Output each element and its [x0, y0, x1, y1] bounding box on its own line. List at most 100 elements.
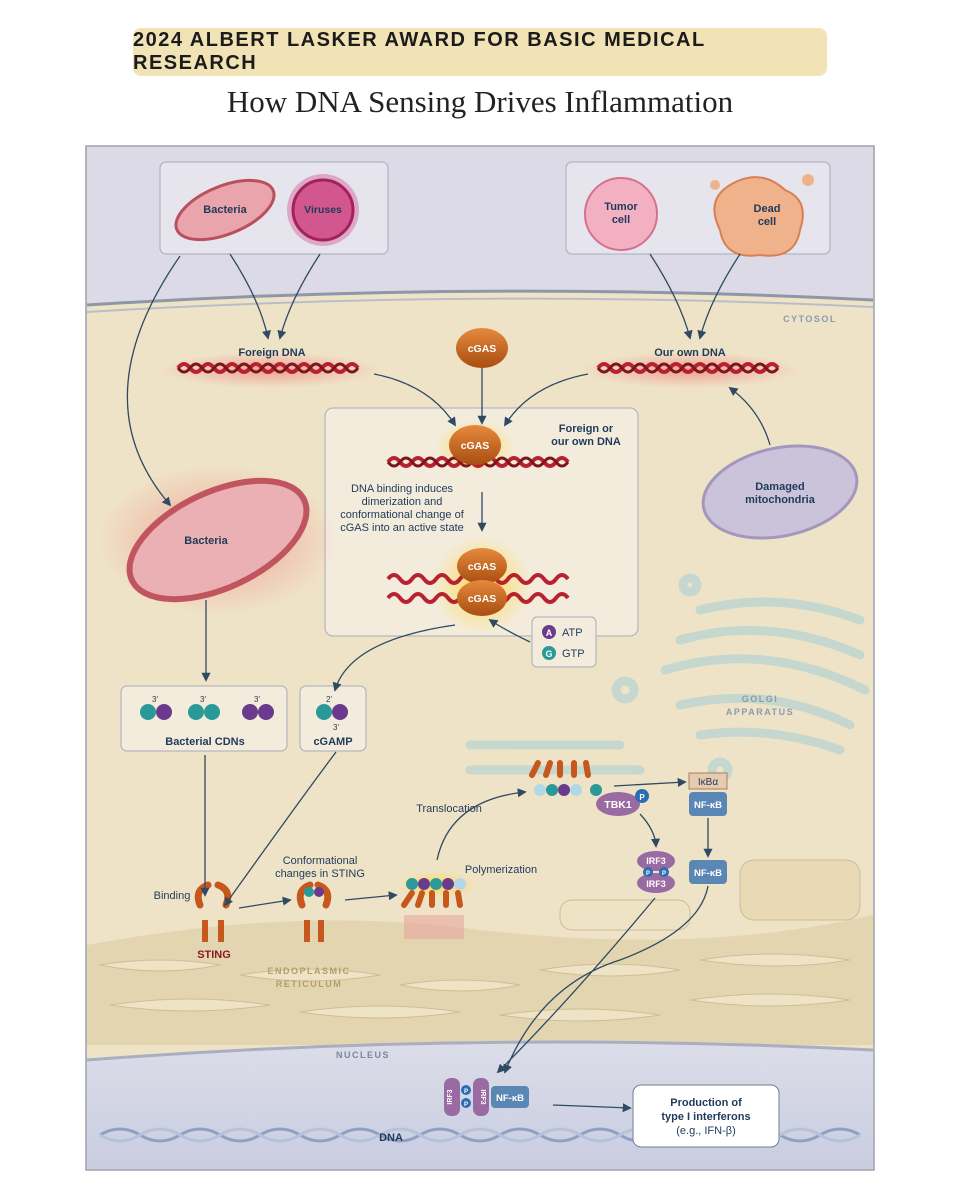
nucleus-label: NUCLEUS [336, 1050, 390, 1060]
cdn-prime-1: 3' [152, 695, 158, 704]
binding-text-1: DNA binding induces [351, 483, 454, 495]
tbk1-phospho-icon [635, 789, 649, 803]
cdn-prime-2: 3' [200, 695, 206, 704]
cgas-bound-icon [449, 425, 501, 465]
production-label-2: type I interferons [661, 1111, 750, 1123]
banner-title: 2024 ALBERT LASKER AWARD FOR BASIC MEDIC… [133, 29, 706, 74]
golgi-apparatus [465, 573, 870, 783]
nfkb-icon-1 [689, 792, 727, 816]
production-label-3: (e.g., IFN-β) [676, 1125, 736, 1137]
cytosol-label: CYTOSOL [783, 314, 837, 324]
tumor-cell-icon [584, 177, 658, 251]
irf3-nuclear-icon [444, 1078, 489, 1116]
polymerization-label: Polymerization [465, 864, 537, 876]
cgas-dimer-top-label: cGAS [468, 561, 497, 573]
binding-text-4: cGAS into an active state [340, 522, 464, 534]
nfkb-icon-2 [689, 860, 727, 884]
cgamp-prime-3: 3' [333, 723, 339, 732]
ikba-label: IκBα [698, 777, 718, 788]
cdn-ga-icon [140, 704, 172, 720]
cgamp-prime-2: 2' [326, 695, 332, 704]
cdn-prime-3: 3' [254, 695, 260, 704]
endoplasmic-reticulum [87, 859, 873, 1045]
nfkb-label-2: NF-κB [694, 868, 722, 879]
atp-letter: A [546, 628, 553, 638]
pathway-arrows [126, 253, 771, 1113]
plasma-membrane [86, 289, 874, 307]
cgas-free-icon [456, 328, 508, 368]
production-label-1: Production of [670, 1097, 742, 1109]
interferon-production-box [632, 1084, 780, 1148]
own-dna-label: Our own DNA [654, 347, 726, 359]
tbk1-label: TBK1 [604, 799, 632, 811]
virus-icon [287, 174, 359, 246]
golgi-label-1: GOLGI [742, 694, 779, 704]
foreign-dna-strand [176, 362, 360, 374]
irf3-dimer-icon [637, 851, 675, 893]
damaged-label-2: mitochondria [745, 494, 816, 506]
irf3-p-2: P [662, 871, 666, 877]
dead-label-2: cell [758, 216, 776, 228]
cdn-aa-icon [242, 704, 274, 720]
irf3-nuc-label-1: IRF3 [447, 1089, 454, 1104]
cgas-bound-label: cGAS [461, 440, 490, 452]
cgamp-label: cGAMP [313, 736, 352, 748]
nfkb-label-1: NF-κB [694, 800, 722, 811]
gtp-label: GTP [562, 648, 585, 660]
mitochondria-icon [701, 444, 859, 540]
irf3-p-1: P [646, 871, 650, 877]
foreign-dna-label: Foreign DNA [238, 347, 305, 359]
cgas-dimer-top-icon [457, 548, 507, 584]
irf3-nuc-p-1: P [464, 1089, 468, 1095]
sting-label: STING [197, 949, 231, 961]
translocation-label: Translocation [416, 803, 482, 815]
cdn-gg-icon [188, 704, 220, 720]
dead-cell-icon [710, 174, 814, 257]
cgas-dimer-bottom-label: cGAS [468, 593, 497, 605]
gtp-icon [542, 646, 556, 660]
er-label-2: RETICULUM [276, 979, 343, 989]
bacterial-cdns-box [120, 685, 288, 752]
bacterial-cdns-label: Bacterial CDNs [165, 736, 244, 748]
binding-text-3: conformational change of [340, 509, 464, 521]
dead-label-1: Dead [754, 203, 781, 215]
atp-icon [542, 625, 556, 639]
sting-conformation-icon [296, 881, 332, 942]
foreign-or-own-label-2: our own DNA [551, 436, 621, 448]
tumor-label-1: Tumor [604, 201, 638, 213]
conformational-label-2: changes in STING [275, 868, 365, 880]
ikba-icon [688, 772, 728, 790]
bacteria-top-label: Bacteria [203, 204, 247, 216]
irf3-label-2: IRF3 [646, 879, 666, 889]
irf3-nuc-p-2: P [464, 1102, 468, 1108]
atp-label: ATP [562, 627, 583, 639]
irf3-nuc-label-2: IRF3 [479, 1089, 486, 1104]
binding-label: Binding [154, 890, 191, 902]
nfkb-nuclear-label: NF-κB [496, 1093, 524, 1104]
binding-text-2: dimerization and [362, 496, 443, 508]
cgas-dimer-bottom-icon [457, 580, 507, 616]
title-banner: 2024 ALBERT LASKER AWARD FOR BASIC MEDIC… [133, 28, 827, 76]
cgas-free-label: cGAS [468, 343, 497, 355]
tumor-label-2: cell [612, 214, 630, 226]
damaged-label-1: Damaged [755, 481, 805, 493]
tbk1-p: P [639, 793, 645, 802]
bacteria-top-icon [174, 178, 276, 242]
own-dna-strand [596, 362, 780, 374]
figure-subtitle: How DNA Sensing Drives Inflammation [226, 84, 734, 119]
irf3-label-1: IRF3 [646, 856, 666, 866]
cgamp-icon [316, 704, 348, 720]
sting-polymer-icon [397, 871, 477, 939]
foreign-or-own-label-1: Foreign or [559, 423, 614, 435]
tbk1-icon [596, 792, 640, 816]
dna-label: DNA [379, 1132, 403, 1144]
bacteria-mid-label: Bacteria [184, 535, 228, 547]
sting-golgi-polymer-icon [529, 760, 602, 796]
conformational-label-1: Conformational [283, 855, 358, 867]
gtp-letter: G [545, 649, 552, 659]
viruses-label: Viruses [304, 204, 342, 216]
golgi-label-2: APPARATUS [726, 707, 794, 717]
bacteria-mid-icon [126, 477, 310, 603]
nfkb-nuclear-icon [491, 1086, 529, 1108]
